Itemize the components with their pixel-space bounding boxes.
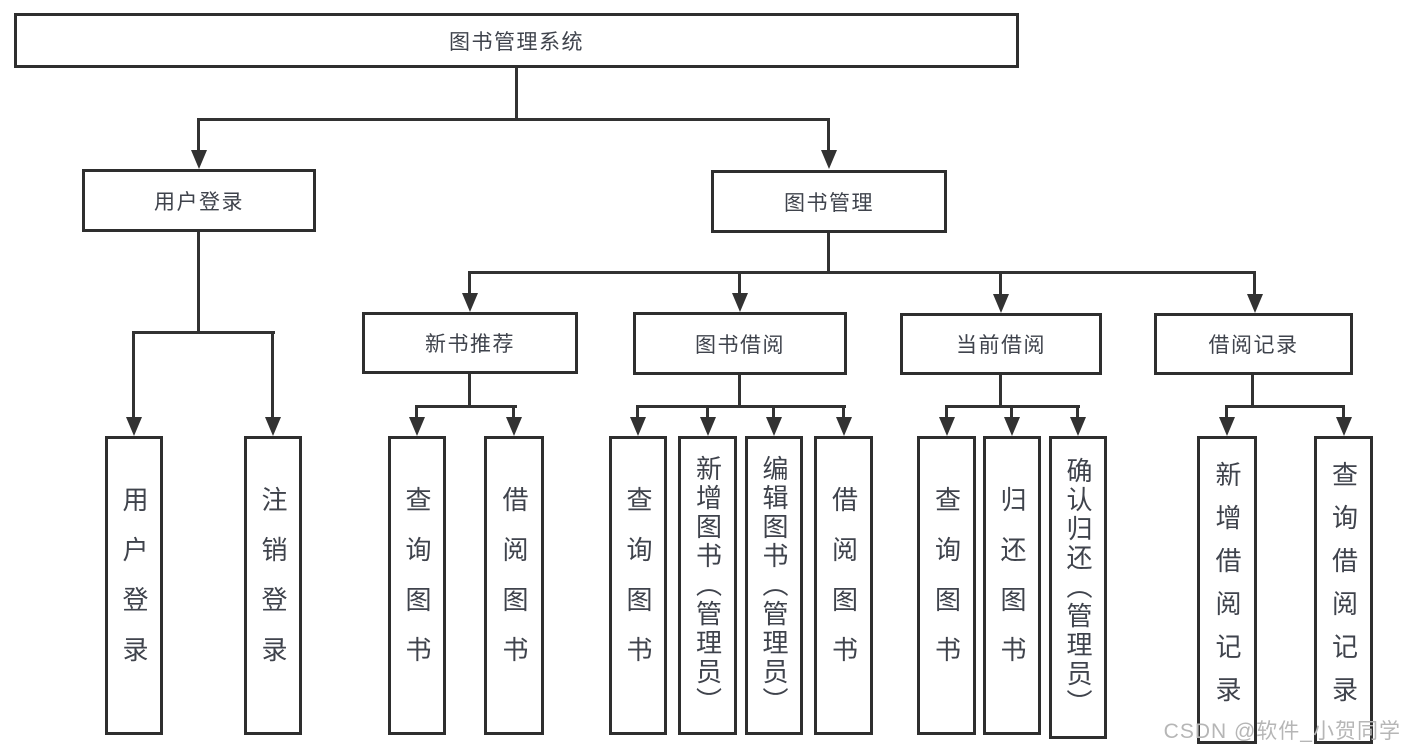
connector-book-mgmt-span: [468, 271, 1256, 274]
node-root: 图书管理系统: [14, 13, 1019, 68]
node-book-mgmt-label: 图书管理: [784, 191, 874, 215]
leaf-edit-book-admin-label: 编辑图书（管理员）: [759, 455, 789, 716]
connector-to-book-mgmt: [827, 118, 830, 152]
node-borrow-record: 借阅记录: [1154, 313, 1353, 375]
leaf-return-book-label: 归还图书: [997, 485, 1027, 686]
connector-user-login-span: [132, 331, 275, 334]
node-borrow-record-label: 借阅记录: [1208, 334, 1299, 357]
csdn-watermark: CSDN @软件_小贺同学: [1163, 720, 1401, 743]
connector-to-leaf-confirm-return: [1076, 405, 1079, 419]
connector-to-book-borrow: [738, 271, 741, 295]
node-new-book-rec-label: 新书推荐: [425, 333, 515, 356]
node-book-borrow: 图书借阅: [633, 312, 847, 375]
arrowhead-user-login: [191, 150, 207, 169]
arrowhead-leaf-query-book-borrow: [630, 417, 646, 436]
connector-to-leaf-query-book-current: [945, 405, 948, 419]
connector-to-new-book-rec: [468, 271, 471, 295]
arrowhead-leaf-edit-book-admin: [766, 417, 782, 436]
arrowhead-leaf-borrow-book-rec: [506, 417, 522, 436]
connector-to-current-borrow: [999, 271, 1002, 296]
connector-to-leaf-borrow-book-rec: [512, 405, 515, 419]
connector-to-leaf-add-book-admin: [706, 405, 709, 419]
node-user-login-label: 用户登录: [154, 190, 244, 214]
arrowhead-leaf-add-borrow-record: [1219, 417, 1235, 436]
connector-to-user-login: [197, 118, 200, 152]
connector-to-leaf-return-book: [1010, 405, 1013, 419]
node-book-borrow-label: 图书借阅: [695, 333, 785, 357]
connector-to-leaf-query-book-rec: [415, 405, 418, 419]
node-book-mgmt: 图书管理: [711, 170, 947, 233]
connector-to-leaf-add-borrow-record: [1225, 405, 1228, 419]
node-current-borrow: 当前借阅: [900, 313, 1102, 375]
leaf-query-book-borrow: 查询图书: [609, 436, 667, 735]
leaf-query-book-current-label: 查询图书: [931, 485, 962, 686]
arrowhead-leaf-query-book-current: [939, 417, 955, 436]
arrowhead-leaf-return-book: [1004, 417, 1020, 436]
node-new-book-rec: 新书推荐: [362, 312, 578, 374]
node-current-borrow-label: 当前借阅: [956, 334, 1046, 357]
leaf-logout: 注销登录: [244, 436, 302, 735]
leaf-add-borrow-record-label: 新增借阅记录: [1212, 461, 1242, 719]
connector-current-borrow-drop: [999, 375, 1002, 408]
leaf-add-book-admin: 新增图书（管理员）: [678, 436, 737, 735]
arrowhead-leaf-query-book-rec: [409, 417, 425, 436]
leaf-return-book: 归还图书: [983, 436, 1041, 735]
leaf-query-borrow-record-label: 查询借阅记录: [1328, 461, 1359, 719]
leaf-add-book-admin-label: 新增图书（管理员）: [692, 455, 723, 716]
arrowhead-book-borrow: [732, 293, 748, 312]
leaf-query-book-rec-label: 查询图书: [402, 485, 432, 686]
leaf-query-book-current: 查询图书: [917, 436, 976, 735]
leaf-query-borrow-record: 查询借阅记录: [1314, 436, 1373, 744]
connector-to-leaf-edit-book-admin: [772, 405, 775, 419]
leaf-borrow-book-borrow-label: 借阅图书: [828, 485, 859, 686]
arrowhead-borrow-record: [1247, 294, 1263, 313]
node-root-label: 图书管理系统: [449, 30, 584, 54]
arrowhead-leaf-user-login: [126, 417, 142, 436]
leaf-edit-book-admin: 编辑图书（管理员）: [745, 436, 803, 735]
leaf-user-login-label: 用户登录: [119, 485, 149, 686]
leaf-query-book-borrow-label: 查询图书: [623, 485, 653, 686]
leaf-borrow-book-rec: 借阅图书: [484, 436, 544, 735]
arrowhead-leaf-confirm-return: [1070, 417, 1086, 436]
leaf-query-book-rec: 查询图书: [388, 436, 446, 735]
leaf-borrow-book-rec-label: 借阅图书: [499, 485, 529, 686]
leaf-confirm-return-admin: 确认归还（管理员）: [1049, 436, 1107, 739]
connector-user-login-drop: [197, 232, 200, 334]
connector-book-mgmt-drop: [827, 233, 830, 274]
leaf-add-borrow-record: 新增借阅记录: [1197, 436, 1257, 744]
connector-borrow-record-drop: [1251, 375, 1254, 408]
connector-root-span: [197, 118, 830, 121]
connector-new-book-rec-drop: [468, 374, 471, 408]
connector-to-leaf-query-borrow-record: [1342, 405, 1345, 419]
arrowhead-leaf-add-book-admin: [700, 417, 716, 436]
arrowhead-book-mgmt: [821, 150, 837, 169]
connector-root-drop: [515, 68, 518, 118]
arrowhead-current-borrow: [993, 294, 1009, 313]
leaf-borrow-book-borrow: 借阅图书: [814, 436, 873, 735]
connector-to-borrow-record: [1253, 271, 1256, 296]
leaf-confirm-return-admin-label: 确认归还（管理员）: [1063, 457, 1093, 718]
leaf-user-login: 用户登录: [105, 436, 163, 735]
arrowhead-leaf-query-borrow-record: [1336, 417, 1352, 436]
arrowhead-leaf-logout: [265, 417, 281, 436]
connector-to-leaf-logout: [271, 331, 274, 419]
connector-to-leaf-user-login: [132, 331, 135, 419]
connector-to-leaf-query-book-borrow: [636, 405, 639, 419]
arrowhead-leaf-borrow-book-borrow: [836, 417, 852, 436]
arrowhead-new-book-rec: [462, 293, 478, 312]
connector-book-borrow-span: [636, 405, 846, 408]
connector-borrow-record-span: [1225, 405, 1345, 408]
leaf-logout-label: 注销登录: [258, 485, 288, 686]
connector-book-borrow-drop: [738, 375, 741, 408]
connector-new-book-rec-span: [415, 405, 517, 408]
node-user-login: 用户登录: [82, 169, 316, 232]
connector-to-leaf-borrow-book-borrow: [842, 405, 845, 419]
